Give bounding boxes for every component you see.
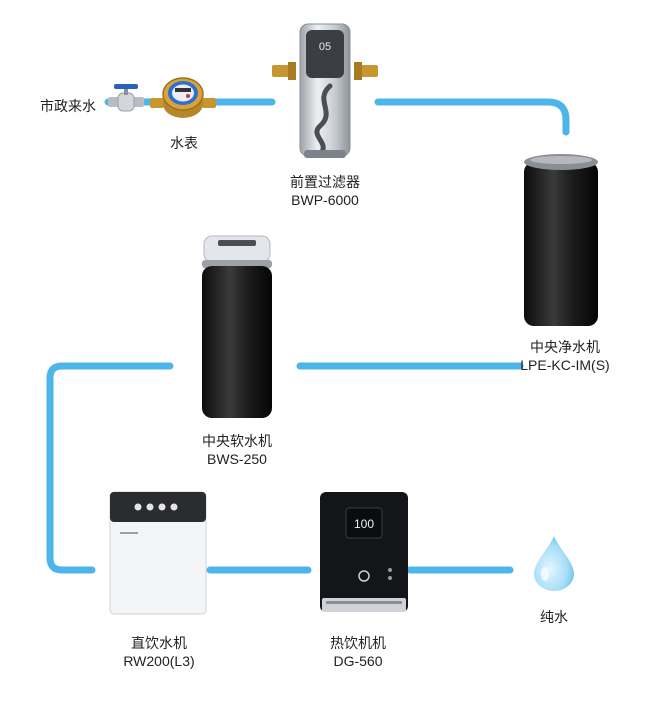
label-pure: 纯水 [524,608,584,626]
label-municipal: 市政来水 [28,97,108,115]
label-meter: 水表 [152,134,216,152]
hot-drink-machine-icon: 100 [320,492,408,612]
prefilter-name: 前置过滤器 [290,174,360,190]
label-prefilter: 前置过滤器 BWP-6000 [270,173,380,209]
drinker-name: 直饮水机 [131,635,187,651]
softener-tank-icon [202,235,272,418]
municipal-name: 市政来水 [40,98,96,114]
drinker-model: RW200(L3) [123,653,195,669]
softener-model: BWS-250 [207,451,267,467]
drinking-machine-icon [109,491,207,615]
heater-model: DG-560 [333,653,383,669]
pipe-filter-to-purifier [374,98,570,136]
prefilter-model: BWP-6000 [291,192,359,208]
pure-name: 纯水 [540,609,568,625]
purifier-model: LPE-KC-IM(S) [520,357,610,373]
label-softener: 中央软水机 BWS-250 [182,432,292,468]
softener-name: 中央软水机 [202,433,272,449]
pipe-softener-to-drinker [46,362,174,574]
label-drinker: 直饮水机 RW200(L3) [104,634,214,670]
valve-icon [108,84,144,112]
heater-display: 100 [354,517,374,531]
label-purifier: 中央净水机 LPE-KC-IM(S) [500,338,630,374]
prefilter-display: 05 [319,41,331,53]
label-heater: 热饮机机 DG-560 [308,634,408,670]
water-meter-icon [150,77,216,118]
heater-name: 热饮机机 [330,635,386,651]
meter-name: 水表 [170,135,198,151]
purifier-name: 中央净水机 [530,339,600,355]
purifier-tank-icon [524,154,598,326]
prefilter-icon: 05 [272,23,378,158]
water-drop-icon [534,536,574,591]
